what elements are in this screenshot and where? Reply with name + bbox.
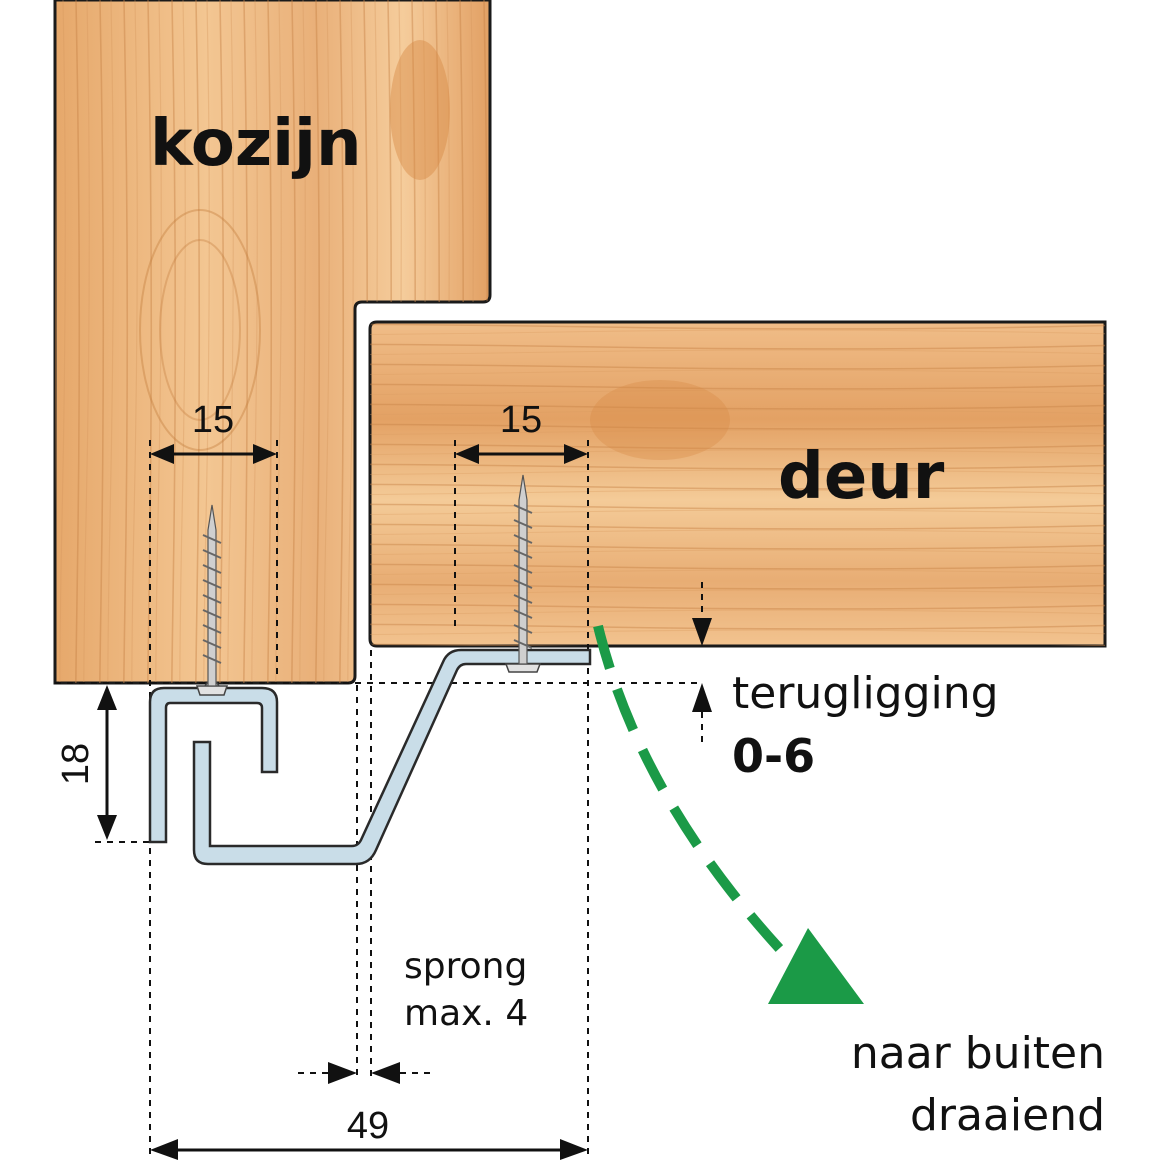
frame-block <box>53 0 492 685</box>
direction-label-line1: naar buiten <box>851 1028 1105 1079</box>
dimension-frame-width: 15 <box>150 399 277 464</box>
swing-arrow-icon <box>593 624 864 1004</box>
svg-text:49: 49 <box>347 1105 389 1147</box>
screw-icon <box>504 474 542 673</box>
aluminium-profile <box>148 648 592 866</box>
svg-text:18: 18 <box>55 743 97 785</box>
svg-text:15: 15 <box>500 399 542 441</box>
recess-value: 0-6 <box>732 729 815 783</box>
dimension-recess <box>692 618 712 712</box>
dimension-total: 49 <box>150 1105 588 1160</box>
svg-text:15: 15 <box>192 399 234 441</box>
door-block <box>368 320 1107 648</box>
frame-label: kozijn <box>150 107 362 181</box>
dimension-step <box>328 1062 400 1084</box>
dimension-door-width: 15 <box>455 399 588 464</box>
door-label: deur <box>778 440 945 514</box>
step-label-line2: max. 4 <box>404 993 528 1034</box>
step-label-line1: sprong <box>404 946 527 987</box>
dimension-height: 18 <box>55 685 117 840</box>
screw-icon <box>195 504 229 696</box>
direction-label-line2: draaiend <box>910 1090 1105 1141</box>
recess-label: terugligging <box>732 668 999 719</box>
